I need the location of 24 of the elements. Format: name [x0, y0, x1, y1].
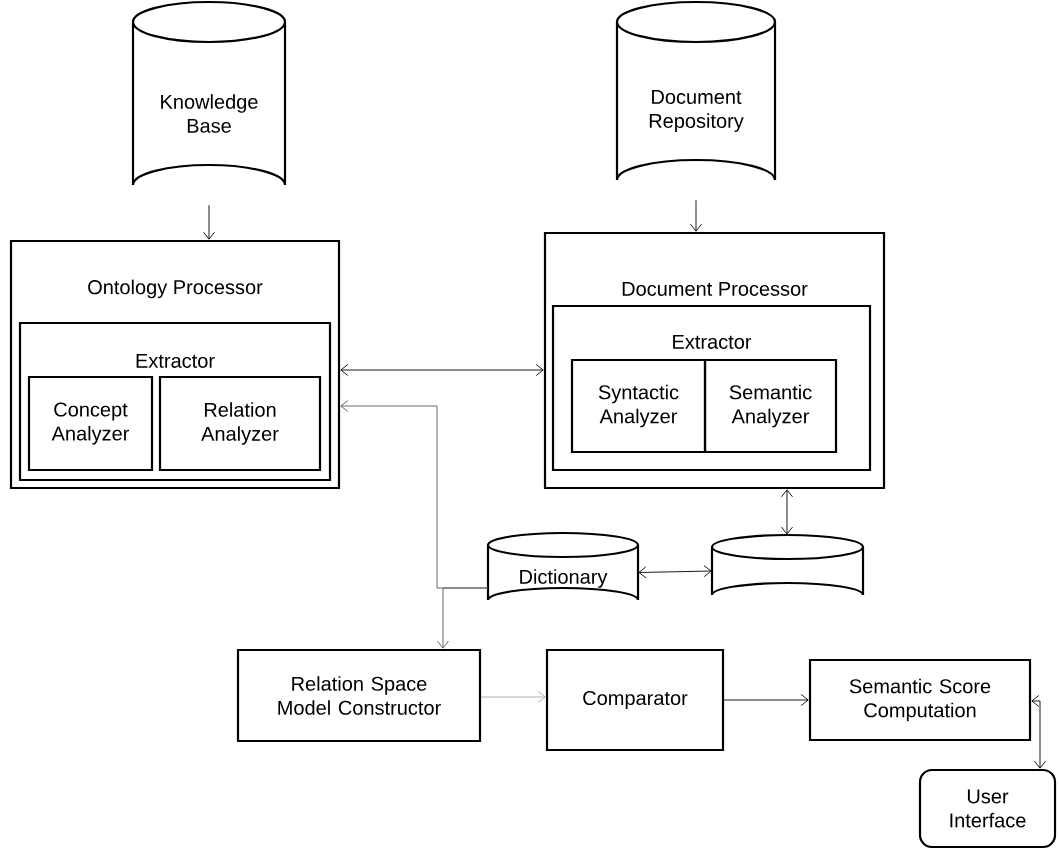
- node-label: Dictionary: [520, 569, 608, 588]
- arrow: [690, 199, 702, 232]
- node-label: Document Repository: [649, 90, 744, 132]
- process-box: Relation Analyzer: [158, 375, 322, 472]
- database-cylinder: Document Repository: [615, 0, 777, 182]
- database-cylinder: [710, 533, 865, 597]
- process-box: Syntactic Analyzer: [570, 358, 707, 454]
- process-box: Semantic Score Computation: [808, 658, 1032, 742]
- arrow: [480, 691, 546, 703]
- process-box: Comparator: [545, 648, 725, 752]
- terminal-box: User Interface: [918, 768, 1057, 849]
- arrow: [437, 587, 489, 649]
- arrow: [638, 565, 712, 579]
- arrow: [340, 364, 544, 376]
- arrow: [723, 694, 809, 706]
- arrow: [781, 489, 793, 535]
- process-box: Semantic Analyzer: [703, 358, 838, 454]
- database-cylinder: Knowledge Base: [131, 0, 287, 187]
- database-cylinder: Dictionary: [486, 531, 640, 602]
- process-box: Relation Space Model Constructor: [236, 648, 482, 743]
- arrow: [203, 204, 215, 240]
- arrow: [1031, 695, 1046, 769]
- node-label: Knowledge Base: [161, 94, 258, 133]
- process-box: Concept Analyzer: [27, 375, 154, 472]
